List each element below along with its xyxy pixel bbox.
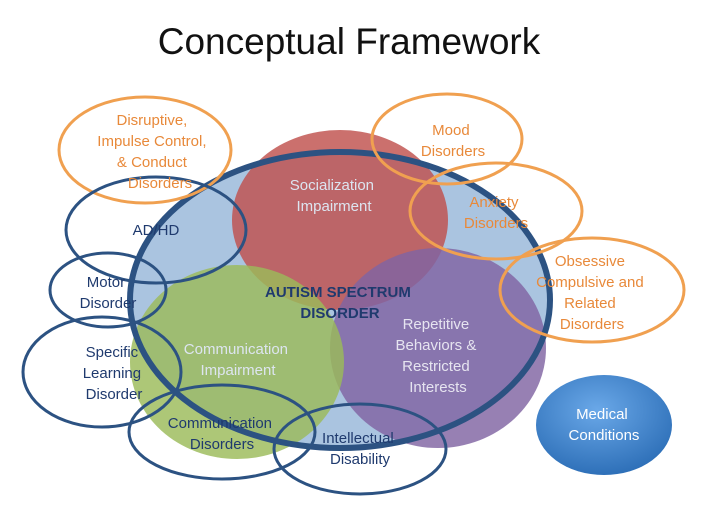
socialization-label: Socialization Impairment xyxy=(290,177,378,215)
learning-outline xyxy=(21,315,183,429)
anxiety-outline xyxy=(408,161,584,261)
disruptive-outline xyxy=(57,95,233,205)
mood-outline xyxy=(370,92,524,186)
anxiety-label: Anxiety Disorders xyxy=(464,194,528,232)
disruptive-label: Disruptive, Impulse Control, & Conduct D… xyxy=(97,112,210,192)
adhd-outline xyxy=(64,175,248,285)
asd-circle-outline xyxy=(127,149,553,451)
asd-center-label: AUTISM SPECTRUM DISORDER xyxy=(265,284,415,322)
communication-disorders-label: Communication Disorders xyxy=(168,415,276,453)
communication-disorders-outline xyxy=(127,383,317,481)
intellectual-label: Intellectual Disability xyxy=(322,430,398,468)
repetitive-behaviors-label: Repetitive Behaviors & Restricted Intere… xyxy=(395,316,480,396)
ocd-label: Obsessive Compulsive and Related Disorde… xyxy=(536,253,648,333)
communication-impairment-circle xyxy=(130,265,344,459)
communication-impairment-label: Communication Impairment xyxy=(184,341,292,379)
medical-conditions-label: Medical Conditions xyxy=(569,406,640,444)
medical-conditions-circle xyxy=(536,375,672,475)
learning-label: Specific Learning Disorder xyxy=(83,344,146,403)
intellectual-outline xyxy=(272,402,448,496)
motor-label: Motor Disorder xyxy=(80,274,137,312)
page-title: Conceptual Framework xyxy=(158,21,541,62)
adhd-label: AD/HD xyxy=(133,222,180,239)
ocd-outline xyxy=(498,236,686,344)
motor-outline xyxy=(48,251,168,329)
mood-label: Mood Disorders xyxy=(421,122,485,160)
repetitive-behaviors-circle xyxy=(330,248,546,448)
